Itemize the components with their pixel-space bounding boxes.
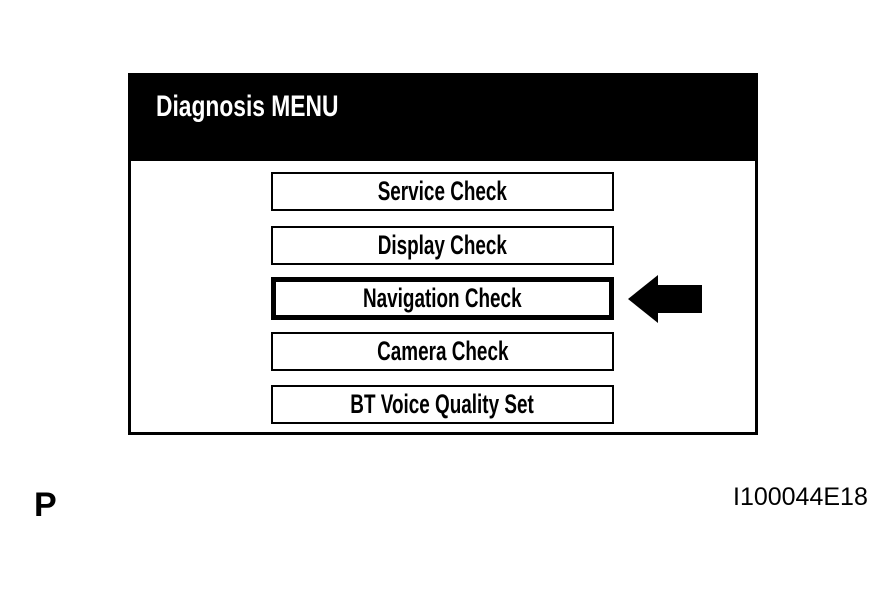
menu-button-navigation-check[interactable]: Navigation Check [271, 277, 614, 320]
menu-button-camera-check[interactable]: Camera Check [271, 332, 614, 371]
menu-button-label: Service Check [377, 176, 508, 206]
page-marker: P [34, 486, 57, 524]
menu-button-label: Camera Check [376, 336, 509, 366]
menu-button-bt-voice-quality-set[interactable]: BT Voice Quality Set [271, 385, 614, 424]
menu-button-display-check[interactable]: Display Check [271, 226, 614, 265]
screen-header: Diagnosis MENU [131, 76, 755, 161]
figure-id: I100044E18 [733, 483, 868, 511]
left-arrow-icon [628, 275, 702, 323]
menu-button-label: Navigation Check [363, 283, 522, 313]
menu-button-service-check[interactable]: Service Check [271, 172, 614, 211]
menu-button-label: BT Voice Quality Set [350, 389, 535, 419]
menu-button-label: Display Check [377, 230, 508, 260]
screen-title: Diagnosis MENU [156, 90, 339, 123]
diagnosis-menu-screen: Diagnosis MENU Service Check Display Che… [128, 73, 758, 435]
